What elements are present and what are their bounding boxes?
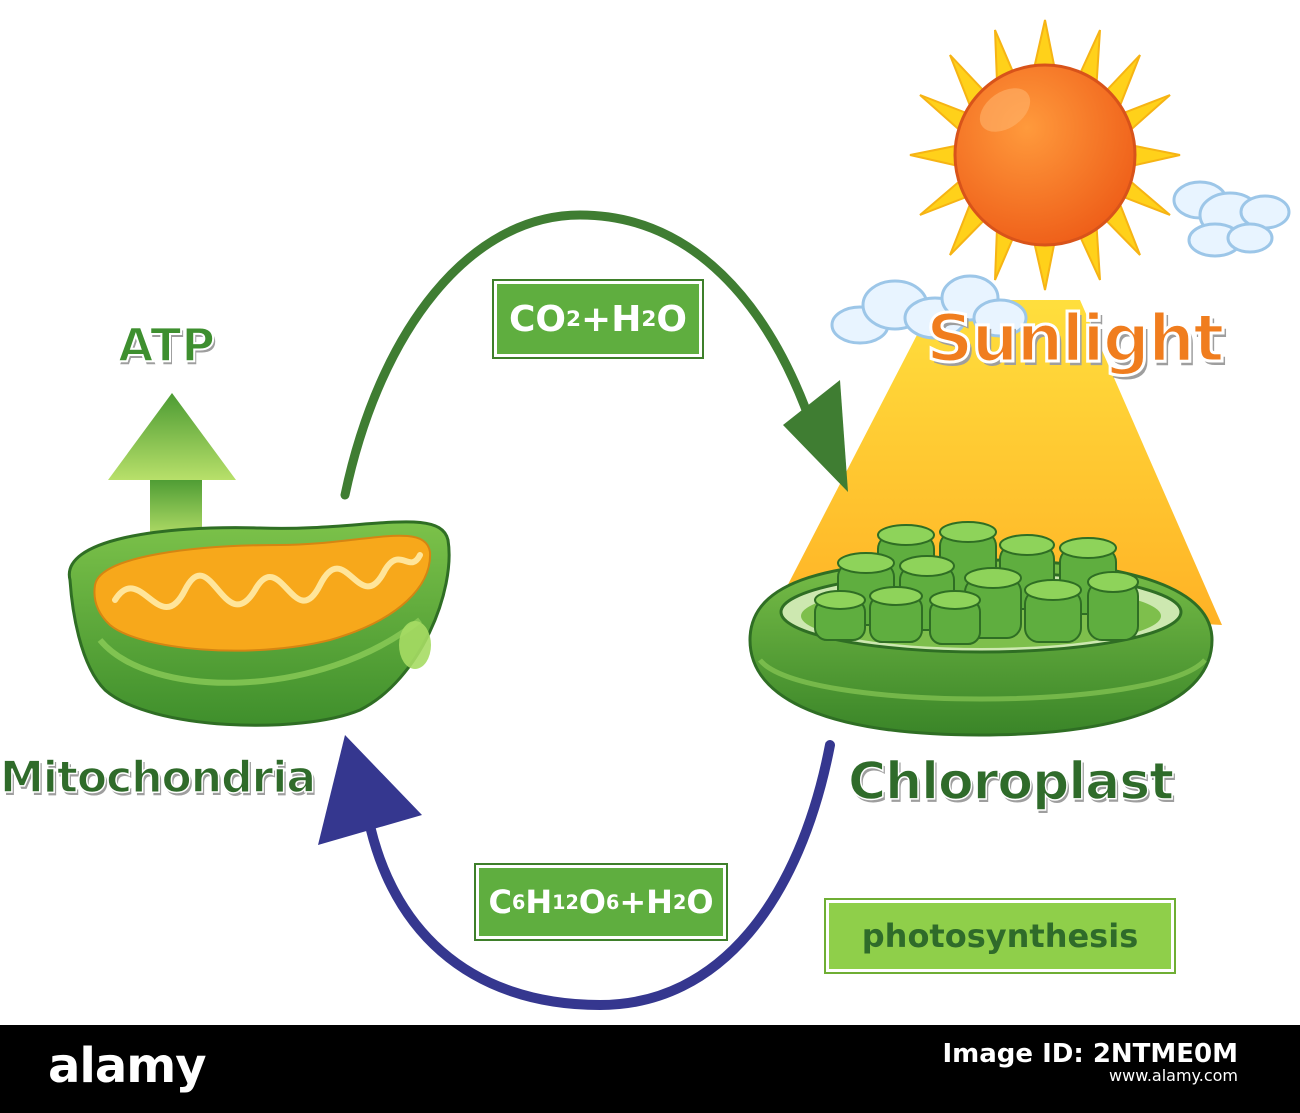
formula-h-sub: 2 (641, 306, 657, 332)
formula-plus: + (619, 883, 647, 921)
formula-h-sub: 12 (552, 890, 579, 914)
formula-o-sub: 6 (606, 890, 620, 914)
formula-plus: + (581, 298, 612, 340)
arrow-to-mitochondria (360, 740, 835, 1011)
cloud-left (830, 274, 1028, 345)
formula-w-o: O (686, 883, 714, 921)
formula-h: H (611, 298, 642, 340)
arrow-to-chloroplast (340, 210, 820, 500)
formula-c: C (488, 883, 512, 921)
cloud-right (1172, 180, 1291, 258)
arrow-to-mitochondria-head (318, 735, 422, 845)
mitochondria-label: Mitochondria (0, 751, 317, 804)
site-url: www.alamy.com (1109, 1066, 1238, 1085)
sun-core (953, 63, 1137, 247)
formula-w-sub: 2 (672, 890, 687, 914)
chloroplast-label: Chloroplast (847, 751, 1175, 813)
formula-h: H (525, 883, 553, 921)
arrow-to-chloroplast-head (783, 380, 848, 492)
formula-co: CO (508, 298, 567, 340)
footer-bar (0, 1025, 1300, 1113)
atp-label: ATP (117, 317, 216, 373)
chloroplast-illustration (748, 521, 1214, 737)
formula-w: H (646, 883, 673, 921)
formula-co-sub: 2 (566, 306, 582, 332)
photosynthesis-label: photosynthesis (861, 917, 1139, 955)
brand-logo: alamy (48, 1038, 207, 1094)
sunlight-label: Sunlight (925, 299, 1227, 379)
formula-o: O (656, 298, 687, 340)
formula-c-sub: 6 (511, 890, 526, 914)
image-id: Image ID: 2NTME0M (942, 1039, 1239, 1069)
stock-info: Image ID: 2NTME0M www.alamy.com (942, 1039, 1239, 1087)
photosynthesis-box: photosynthesis (826, 900, 1174, 972)
mitochondria-illustration (67, 520, 451, 727)
formula-o: O (578, 883, 606, 921)
atp-up-arrow (108, 393, 236, 540)
